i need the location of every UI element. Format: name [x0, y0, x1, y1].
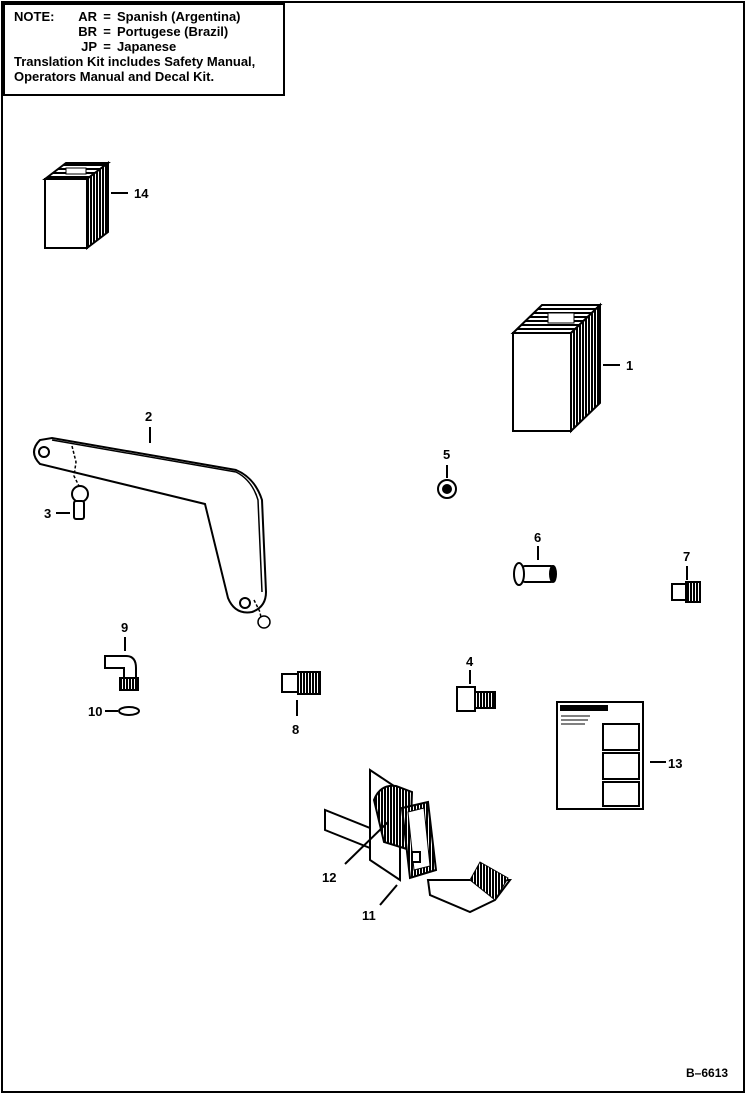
- lanyard-chain: [71, 445, 271, 629]
- note-box: NOTE: AR = Spanish (Argentina) BR = Portugese…: [3, 3, 285, 96]
- note-line-kit: Translation Kit includes Safety Manual,: [14, 54, 256, 69]
- note-row-jp: JP = Japanese: [14, 39, 283, 54]
- note-eq-br: =: [103, 24, 111, 39]
- note-line-decal: Operators Manual and Decal Kit.: [14, 69, 215, 84]
- note-language-ar: Spanish (Argentina): [117, 9, 241, 24]
- callout-11: 11: [362, 908, 376, 923]
- note-row-br: BR = Portugese (Brazil): [14, 24, 283, 39]
- callout-1: 1: [626, 358, 633, 373]
- callout-9: 9: [121, 620, 128, 635]
- callout-6: 6: [534, 530, 541, 545]
- figure-id: B–6613: [686, 1066, 729, 1080]
- note-language-br: Portugese (Brazil): [117, 24, 229, 39]
- part-9-elbow: [104, 655, 139, 691]
- part-6-pin: [513, 562, 557, 586]
- part-13-decal-sheet: [556, 701, 644, 810]
- part-11-clip: [400, 800, 438, 880]
- note-row-ar: NOTE: AR = Spanish (Argentina): [14, 9, 283, 24]
- part-7-plug: [671, 581, 701, 603]
- callout-12: 12: [322, 870, 336, 885]
- note-label: NOTE:: [14, 9, 55, 24]
- callout-7: 7: [683, 549, 690, 564]
- note-code-jp: JP: [81, 39, 97, 54]
- part-14-manual: [42, 160, 111, 251]
- note-code-br: BR: [78, 24, 97, 39]
- leader-12: [344, 821, 389, 865]
- callout-5: 5: [443, 447, 450, 462]
- callout-10: 10: [88, 704, 102, 719]
- leader-11: [379, 884, 398, 906]
- callout-4: 4: [466, 654, 474, 669]
- note-eq-ar: =: [103, 9, 111, 24]
- callout-14: 14: [134, 186, 149, 201]
- part-1-manual: [510, 302, 603, 434]
- part-5-nut: [437, 479, 457, 499]
- note-code-ar: AR: [78, 9, 97, 24]
- part-10-oring: [118, 706, 140, 716]
- part-4-fitting: [456, 686, 496, 712]
- part-3-pin: [71, 485, 89, 520]
- part-2-bracket: [33, 436, 268, 614]
- callout-8: 8: [292, 722, 299, 737]
- callout-2: 2: [145, 409, 152, 424]
- callout-3: 3: [44, 506, 51, 521]
- note-eq-jp: =: [103, 39, 111, 54]
- note-language-jp: Japanese: [117, 39, 177, 54]
- callout-13: 13: [668, 756, 682, 771]
- part-8-fitting: [281, 671, 321, 695]
